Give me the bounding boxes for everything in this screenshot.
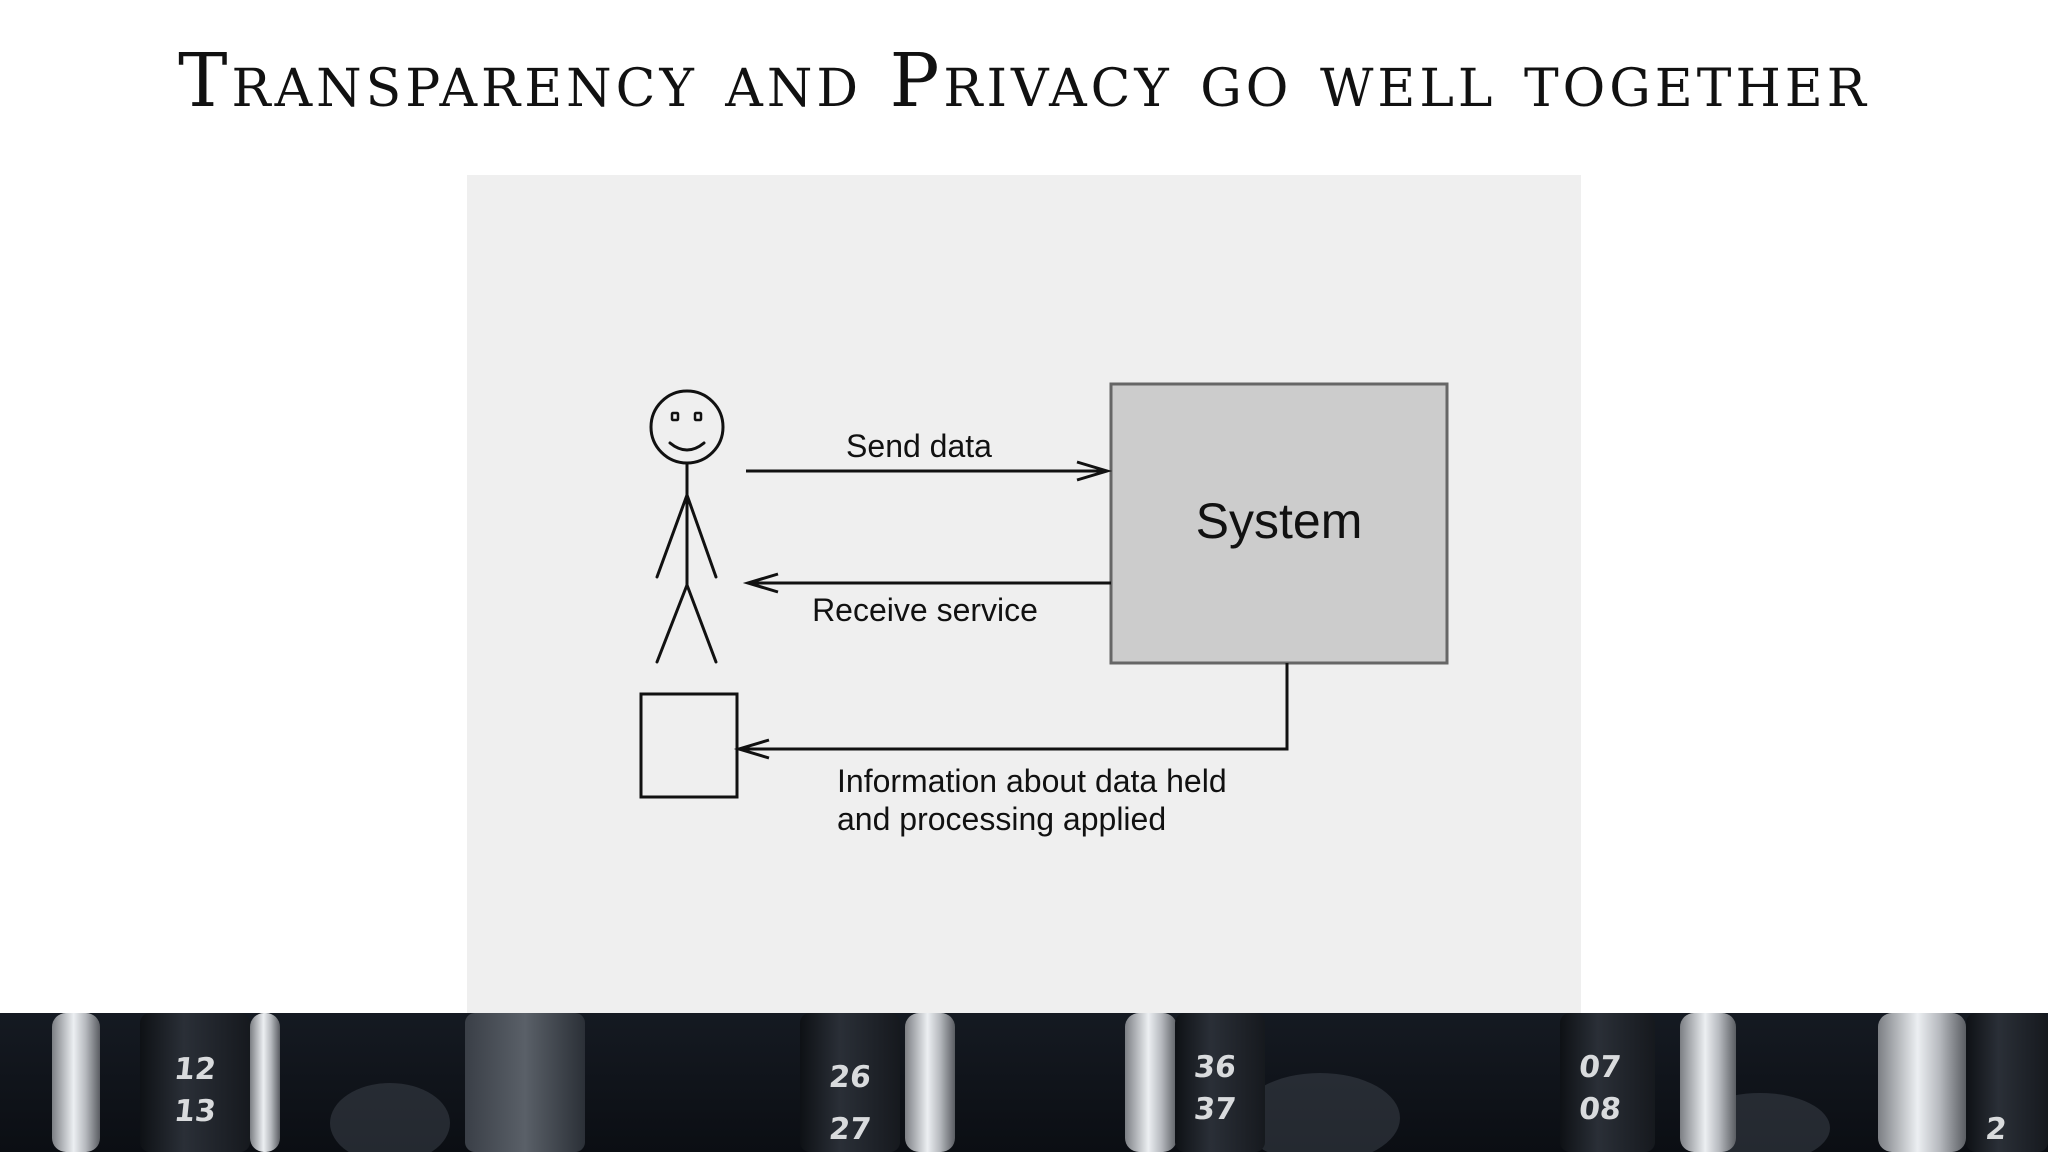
dial-wheel-4: 36 37	[1175, 1013, 1265, 1152]
figure-leg-left	[655, 583, 689, 664]
dial-number: 36	[1192, 1050, 1238, 1085]
footer-photo-strip: 12 13 26 27 36 37 07 08 2	[0, 1013, 2048, 1152]
information-label-line2: and processing applied	[837, 801, 1166, 837]
dial-number: 12	[172, 1052, 218, 1087]
flow-diagram: System Send data Receive service Informa…	[639, 382, 1449, 837]
system-label: System	[1196, 493, 1363, 549]
dial-ring-3	[905, 1013, 955, 1152]
dial-number: 37	[1192, 1092, 1238, 1127]
dial-wheel-3: 26 27	[800, 1013, 900, 1152]
information-label-line1: Information about data held	[837, 763, 1227, 799]
dial-wheel-1: 12 13	[140, 1013, 250, 1152]
figure-eye-right	[693, 411, 703, 422]
dial-ring-1	[52, 1013, 100, 1152]
dial-number: 26	[827, 1060, 873, 1095]
figure-eye-left	[670, 411, 680, 422]
dial-number: 13	[172, 1094, 218, 1129]
send-data-arrow	[746, 460, 1113, 482]
receive-service-label: Receive service	[812, 592, 1038, 628]
figure-smile	[668, 441, 706, 452]
dial-ring-2	[250, 1013, 280, 1152]
slide-title: Transparency and Privacy go well togethe…	[178, 38, 1870, 124]
diagram-panel: System Send data Receive service Informa…	[467, 175, 1581, 1013]
system-box	[1109, 382, 1449, 665]
send-data-label: Send data	[846, 428, 992, 464]
photo-blur-2	[1240, 1073, 1400, 1152]
dial-wheel-2	[465, 1013, 585, 1152]
dial-ring-4	[1125, 1013, 1177, 1152]
figure-arm-right	[685, 493, 718, 579]
information-box	[639, 692, 739, 799]
figure-head	[649, 389, 725, 465]
dial-number: 2	[1983, 1112, 2009, 1147]
receive-service-arrow	[742, 572, 1111, 594]
dial-wheel-5: 07 08	[1560, 1013, 1655, 1152]
dial-ring-5	[1680, 1013, 1736, 1152]
dial-number: 27	[827, 1112, 873, 1147]
dial-wheel-6: 2	[1966, 1013, 2048, 1152]
dial-ring-6	[1878, 1013, 1966, 1152]
stick-figure-icon	[649, 389, 725, 664]
photo-blur-1	[330, 1083, 450, 1152]
dial-number: 07	[1577, 1050, 1623, 1085]
information-arrow	[733, 663, 1289, 760]
figure-arm-left	[655, 493, 689, 579]
figure-leg-right	[685, 583, 718, 664]
dial-number: 08	[1577, 1092, 1623, 1127]
